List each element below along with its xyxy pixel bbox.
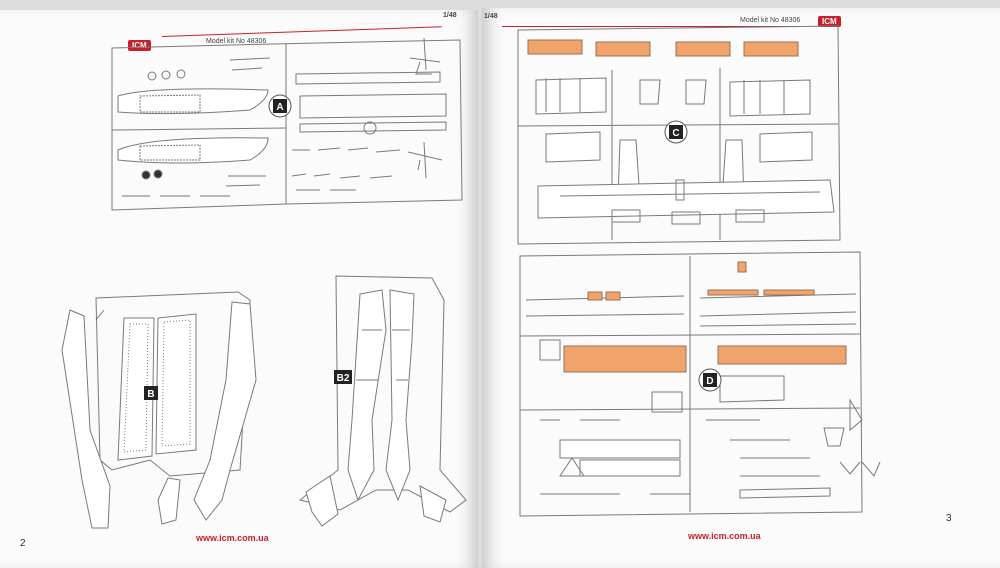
- sprue-d-frame: [519, 251, 881, 517]
- sprue-b-frame: [61, 291, 257, 529]
- sprue-label-a: A: [276, 102, 283, 113]
- highlighted-parts-c: [527, 39, 799, 57]
- sprue-badge-a: A: [268, 94, 292, 118]
- model-kit-number: Model kit No 48306: [206, 38, 267, 45]
- sprue-badge-b2: B2: [334, 370, 352, 384]
- website-left: www.icm.com.ua: [196, 533, 269, 543]
- scale-label-left: 1/48: [443, 12, 457, 19]
- highlighted-parts-d: [563, 261, 847, 373]
- scale-label-right: 1/48: [484, 13, 498, 20]
- header-rule-right: [502, 26, 802, 27]
- icm-logo-right: ICM: [818, 16, 841, 27]
- sprue-badge-c: C: [664, 120, 688, 144]
- sprue-label-b2: B2: [337, 373, 350, 384]
- sprue-label-c: C: [672, 128, 679, 139]
- icm-logo: ICM: [128, 40, 151, 51]
- page-number-left: 2: [20, 538, 26, 549]
- sprue-a-frame: [111, 37, 463, 211]
- model-kit-number-right: Model kit No 48306: [740, 17, 801, 24]
- sprue-b2-frame: [298, 275, 467, 527]
- sprue-label-b: B: [147, 389, 154, 400]
- sprue-badge-d: D: [698, 368, 722, 392]
- sprue-badge-b: B: [144, 386, 158, 400]
- page-number-right: 3: [946, 513, 952, 524]
- website-right: www.icm.com.ua: [688, 531, 761, 541]
- sprue-label-d: D: [706, 376, 713, 387]
- sprue-c-frame: [517, 25, 841, 245]
